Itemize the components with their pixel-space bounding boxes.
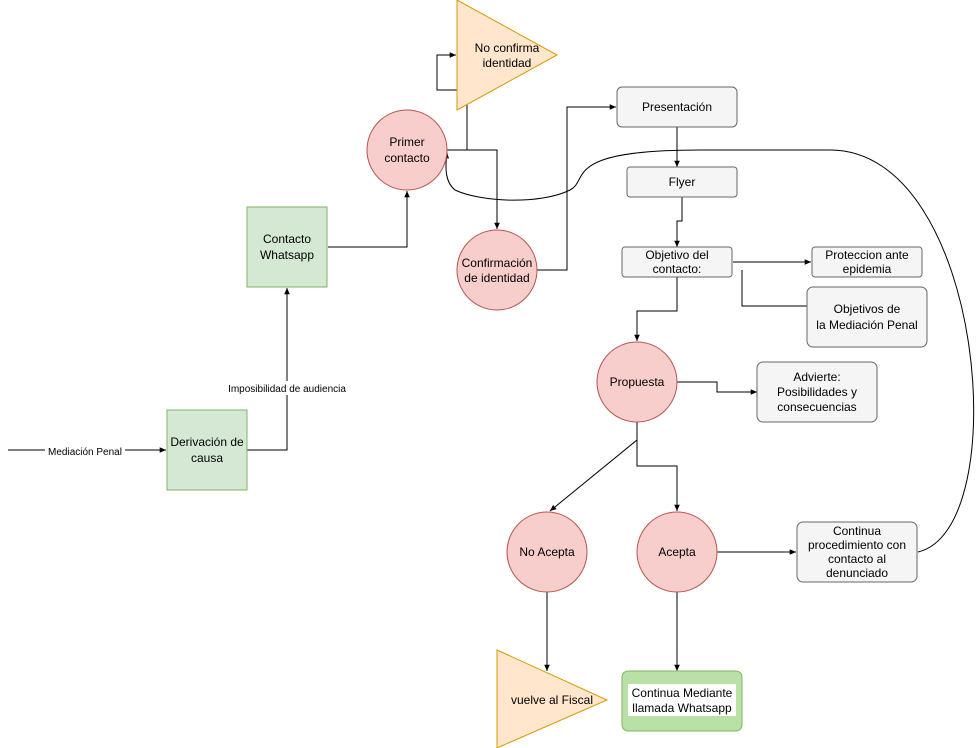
node-objetivos-mediacion-penal: Objetivos de la Mediación Penal — [806, 286, 928, 348]
edge-objetivo-objetivos — [741, 270, 807, 307]
node-derivacion-de-causa: Derivación de causa — [166, 409, 248, 491]
edge-confirmacion-presentacion — [537, 104, 616, 271]
node-objetivos-line-1: Objetivos de — [834, 302, 901, 316]
node-proteccion-line-1: Proteccion ante — [825, 248, 909, 262]
node-advierte-line-1: Advierte: — [793, 370, 840, 384]
node-proteccion-ante-epidemia: Proteccion ante epidemia — [811, 246, 923, 278]
node-flyer: Flyer — [626, 166, 738, 198]
node-continua-whatsapp-line-1: Continua Mediante — [632, 686, 733, 700]
node-propuesta-line-1: Propuesta — [610, 375, 665, 389]
edge-derivacion-whatsapp — [247, 288, 290, 451]
node-no-acepta-line-1: No Acepta — [519, 545, 575, 559]
edge-primer-confirmacion — [447, 149, 500, 229]
node-presentacion: Presentación — [616, 86, 738, 128]
node-propuesta: Propuesta — [596, 341, 678, 423]
node-derivacion-line-1: Derivación de — [170, 435, 244, 449]
node-confirmacion-line-2: de identidad — [464, 271, 529, 285]
node-no-confirma-identidad: No confirma identidad — [456, 0, 559, 111]
node-no-confirma-line-1: No confirma — [475, 41, 540, 55]
node-advierte: Advierte: Posibilidades y consecuencias — [756, 361, 878, 423]
node-continua-line-4: denunciado — [826, 566, 888, 580]
node-proteccion-line-2: epidemia — [843, 262, 892, 276]
edge-objetivo-propuesta — [634, 277, 678, 341]
node-continua-procedimiento: Continua procedimiento con contacto al d… — [796, 521, 918, 583]
node-presentacion-line-1: Presentación — [642, 100, 712, 114]
node-contacto-whatsapp-line-2: Whatsapp — [260, 248, 314, 262]
edge-primer-noconfirma — [436, 52, 468, 150]
node-continua-mediante-whatsapp: Continua Mediante llamada Whatsapp — [621, 670, 743, 732]
edge-whatsapp-primer — [328, 191, 410, 248]
node-primer-contacto-line-2: contacto — [384, 151, 430, 165]
node-confirmacion-line-1: Confirmación — [462, 256, 533, 270]
node-acepta-line-1: Acepta — [658, 545, 696, 559]
node-contacto-whatsapp-line-1: Contacto — [263, 232, 311, 246]
node-contacto-whatsapp: Contacto Whatsapp — [246, 206, 328, 288]
node-objetivos-line-2: la Mediación Penal — [816, 318, 917, 332]
edge-flyer-objetivo — [674, 197, 683, 247]
node-continua-whatsapp-line-2: llamada Whatsapp — [632, 701, 732, 715]
edge-propuesta-advierte — [677, 381, 757, 395]
node-derivacion-line-2: causa — [191, 451, 223, 465]
edge-continua-primer-curve — [443, 149, 975, 553]
node-continua-line-2: procedimiento con — [808, 538, 906, 552]
node-no-confirma-line-2: identidad — [483, 56, 532, 70]
node-confirmacion-de-identidad: Confirmación de identidad — [456, 229, 538, 311]
node-primer-contacto-line-1: Primer — [389, 135, 424, 149]
input-label: Mediación Penal — [48, 447, 122, 458]
node-advierte-line-2: Posibilidades y — [777, 385, 857, 399]
node-continua-line-3: contacto al — [828, 552, 886, 566]
node-objetivo-del-contacto: Objetivo del contacto: — [621, 246, 733, 278]
node-no-acepta: No Acepta — [506, 511, 588, 593]
node-acepta: Acepta — [636, 511, 718, 593]
node-continua-line-1: Continua — [833, 524, 881, 538]
node-advierte-line-3: consecuencias — [777, 400, 856, 414]
node-objetivo-line-1: Objetivo del — [645, 248, 708, 262]
edge-propuesta-acepta — [636, 422, 680, 511]
node-objetivo-line-2: contacto: — [653, 262, 702, 276]
edge-propuesta-noacepta — [549, 439, 638, 512]
node-primer-contacto: Primer contacto — [366, 109, 448, 191]
node-vuelve-fiscal-line-1: vuelve al Fiscal — [511, 693, 593, 707]
node-flyer-line-1: Flyer — [669, 175, 696, 189]
edge-label-impossibility: Imposibilidad de audiencia — [228, 384, 346, 395]
node-vuelve-al-fiscal: vuelve al Fiscal — [496, 649, 609, 748]
